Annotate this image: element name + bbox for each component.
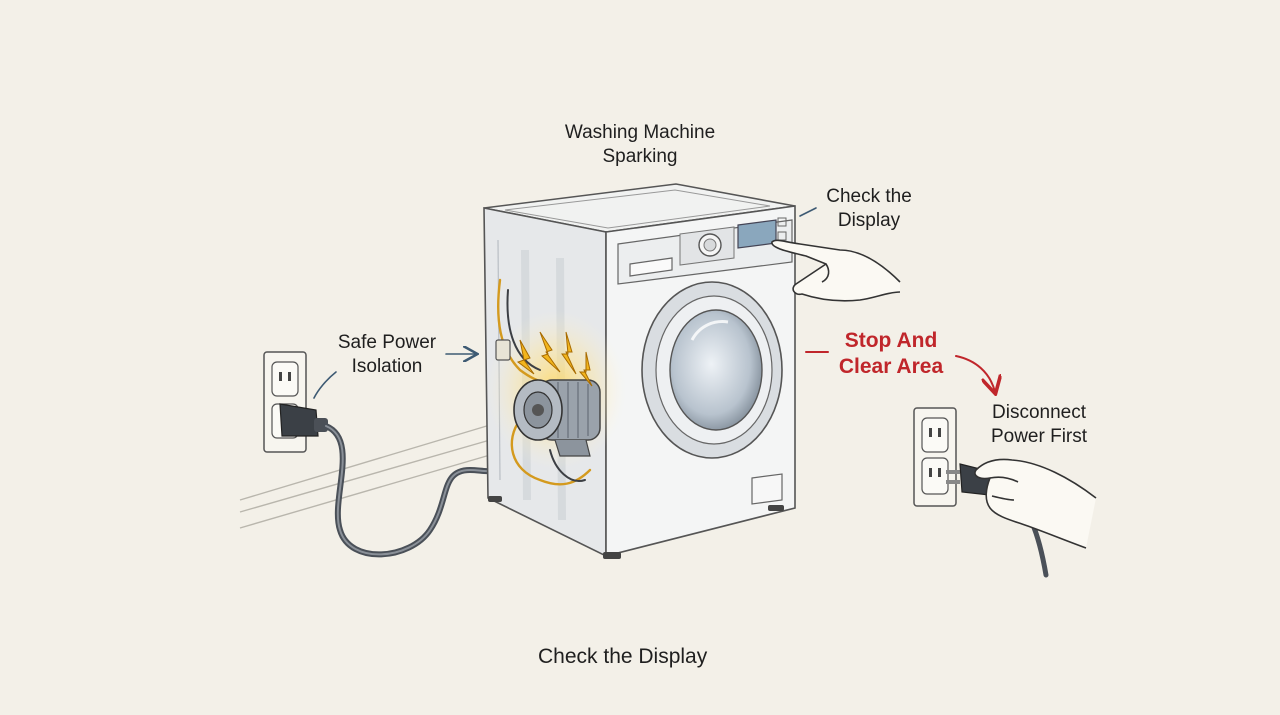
arrow-icon (313, 207, 817, 399)
label-disconnect-power: Disconnect Power First (978, 401, 1100, 449)
bottom-caption: Check the Display (538, 645, 708, 668)
diagram-title: Washing Machine Sparking (534, 121, 746, 169)
arrow-icon (805, 351, 995, 392)
label-check-display: Check the Display (814, 185, 924, 233)
wall-outlet-icon (263, 351, 307, 453)
title-line-2: Sparking (602, 146, 678, 167)
label-safe-power-line-1: Safe Power (337, 332, 437, 353)
wall-outlet-icon (913, 407, 957, 507)
label-disconnect-line-1: Disconnect (992, 402, 1086, 423)
hand-icon (771, 239, 901, 302)
label-check-display-line-2: Display (837, 210, 901, 231)
hand-icon (974, 458, 1097, 549)
plug-icon (279, 403, 328, 437)
label-safe-power-line-2: Isolation (351, 356, 423, 377)
label-safe-power: Safe Power Isolation (326, 331, 448, 379)
connector-block (495, 339, 511, 361)
display-screen (737, 219, 777, 249)
label-stop-clear-line-2: Clear Area (838, 355, 944, 378)
spark-icon (516, 331, 593, 387)
label-stop-clear-area: Stop And Clear Area (826, 328, 956, 380)
title-line-1: Washing Machine (564, 122, 716, 143)
label-stop-clear-line-1: Stop And (844, 329, 938, 352)
floor-lines (239, 424, 491, 529)
label-check-display-line-1: Check the (826, 186, 912, 207)
label-disconnect-line-2: Power First (990, 426, 1088, 447)
motor-icon (513, 379, 601, 457)
